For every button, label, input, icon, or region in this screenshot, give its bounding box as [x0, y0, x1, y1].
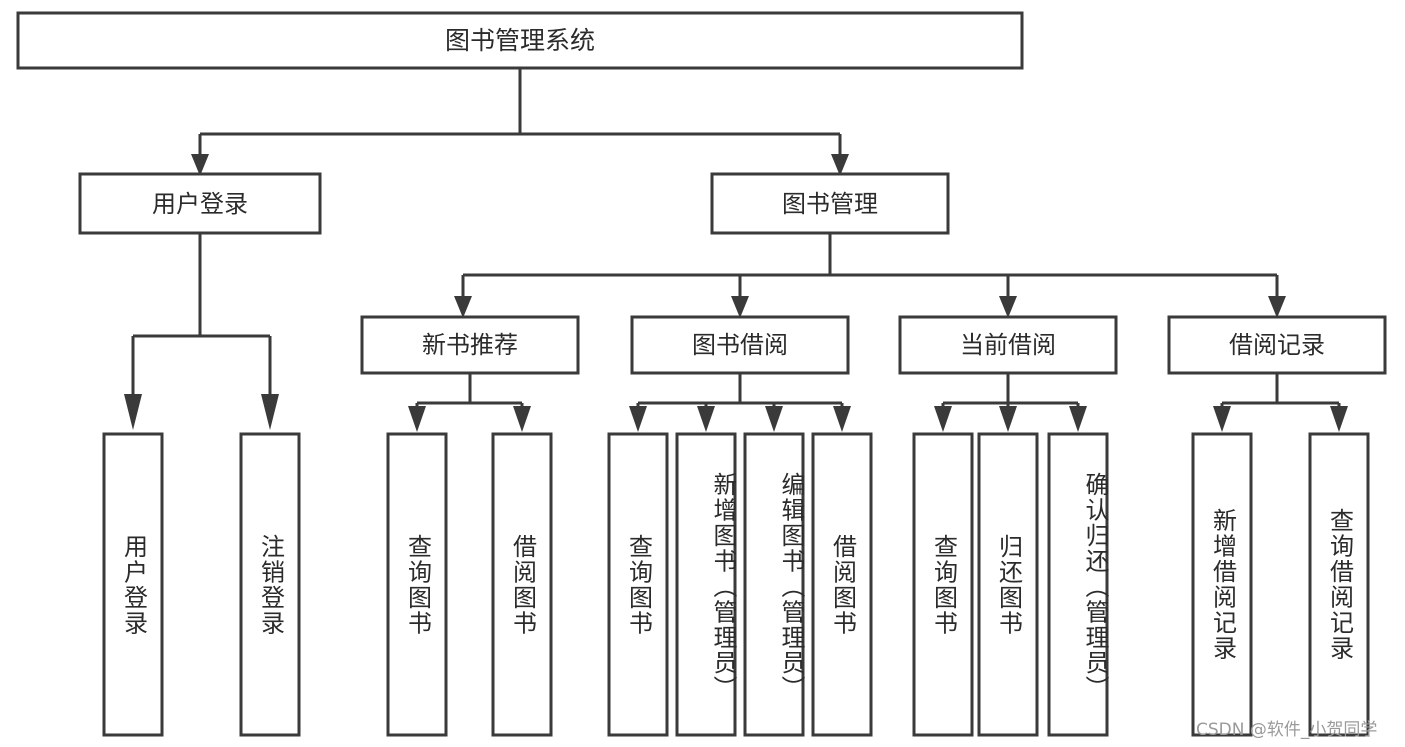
connector-newbook-to-leaves	[415, 373, 524, 412]
arrowhead-leaf-query-book-1	[408, 406, 426, 432]
leaf-box-confirm-return[interactable]	[1047, 432, 1109, 737]
leaf-box-query-book-3[interactable]	[912, 432, 974, 737]
csdn-watermark: CSDN @软件_小贺同学	[1196, 720, 1378, 740]
node-borrow-record[interactable]: 借阅记录	[1167, 315, 1387, 375]
connector-group-borrow-record	[1213, 373, 1348, 432]
node-new-book-rec[interactable]: 新书推荐	[360, 315, 580, 375]
node-root[interactable]: 图书管理系统	[16, 11, 1024, 70]
node-new-book-rec-box[interactable]	[360, 315, 580, 375]
arrowhead-leaf-query-book-2	[629, 406, 647, 432]
node-book-manage[interactable]: 图书管理	[710, 172, 950, 235]
node-user-login-label: 用户登录	[152, 190, 248, 218]
arrowhead-leaf-borrow-book-1	[513, 406, 531, 432]
arrowhead-leaf-confirm-return	[1069, 406, 1087, 432]
leaf-box-logout[interactable]	[239, 432, 301, 737]
arrowhead-new-book-rec	[454, 296, 472, 318]
arrowhead-leaf-user-login	[124, 394, 142, 430]
connector-group-root	[191, 68, 849, 176]
leaf-box-query-book-2[interactable]	[607, 432, 669, 737]
leaf-box-add-book[interactable]	[675, 432, 737, 737]
connector-group-current-borrow	[934, 373, 1087, 432]
node-book-borrow[interactable]: 图书借阅	[630, 315, 850, 375]
node-borrow-record-label: 借阅记录	[1229, 331, 1325, 359]
node-user-login-box[interactable]	[78, 172, 322, 235]
node-book-manage-label: 图书管理	[782, 190, 878, 218]
node-current-borrow-box[interactable]	[898, 315, 1118, 375]
node-root-label: 图书管理系统	[445, 26, 595, 55]
leaf-box-query-book-1[interactable]	[386, 432, 448, 737]
node-root-box[interactable]	[16, 11, 1024, 70]
node-book-manage-box[interactable]	[710, 172, 950, 235]
connector-group-user-login	[124, 233, 279, 430]
arrowhead-leaf-add-record	[1213, 406, 1231, 432]
connector-borrowrecord-to-leaves	[1220, 373, 1341, 412]
leaf-box-return-book[interactable]	[977, 432, 1039, 737]
connector-bookborrow-to-leaves	[636, 373, 844, 412]
arrowhead-leaf-query-book-3	[934, 406, 952, 432]
leaf-box-query-record[interactable]	[1308, 432, 1370, 737]
arrowhead-leaf-query-record	[1330, 406, 1348, 432]
arrowhead-leaf-return-book	[999, 406, 1017, 432]
arrowhead-leaf-logout	[261, 394, 279, 430]
connector-group-book-manage	[454, 233, 1286, 318]
leaf-box-edit-book[interactable]	[743, 432, 805, 737]
node-current-borrow-label: 当前借阅	[960, 331, 1056, 359]
arrowhead-borrow-record	[1268, 296, 1286, 318]
arrowhead-user-login	[191, 154, 209, 176]
arrowhead-current-borrow	[999, 296, 1017, 318]
node-new-book-rec-label: 新书推荐	[422, 331, 518, 359]
arrowhead-book-manage	[831, 154, 849, 176]
connector-userlogin-to-leaves	[131, 233, 272, 398]
node-book-borrow-label: 图书借阅	[692, 331, 788, 359]
connector-root-to-level2	[198, 68, 842, 158]
connector-bookmanage-to-level3	[461, 233, 1279, 300]
arrowhead-leaf-edit-book	[765, 406, 783, 432]
connector-group-book-borrow	[629, 373, 851, 432]
node-user-login[interactable]: 用户登录	[78, 172, 322, 235]
node-book-borrow-box[interactable]	[630, 315, 850, 375]
leaf-box-borrow-book-1[interactable]	[491, 432, 553, 737]
node-current-borrow[interactable]: 当前借阅	[898, 315, 1118, 375]
arrowhead-leaf-borrow-book-2	[833, 406, 851, 432]
arrowhead-book-borrow	[731, 296, 749, 318]
node-borrow-record-box[interactable]	[1167, 315, 1387, 375]
connector-group-new-book-rec	[408, 373, 531, 432]
leaf-box-borrow-book-2[interactable]	[811, 432, 873, 737]
leaf-box-user-login[interactable]	[102, 432, 164, 737]
leaf-box-add-record[interactable]	[1191, 432, 1253, 737]
arrowhead-leaf-add-book	[697, 406, 715, 432]
